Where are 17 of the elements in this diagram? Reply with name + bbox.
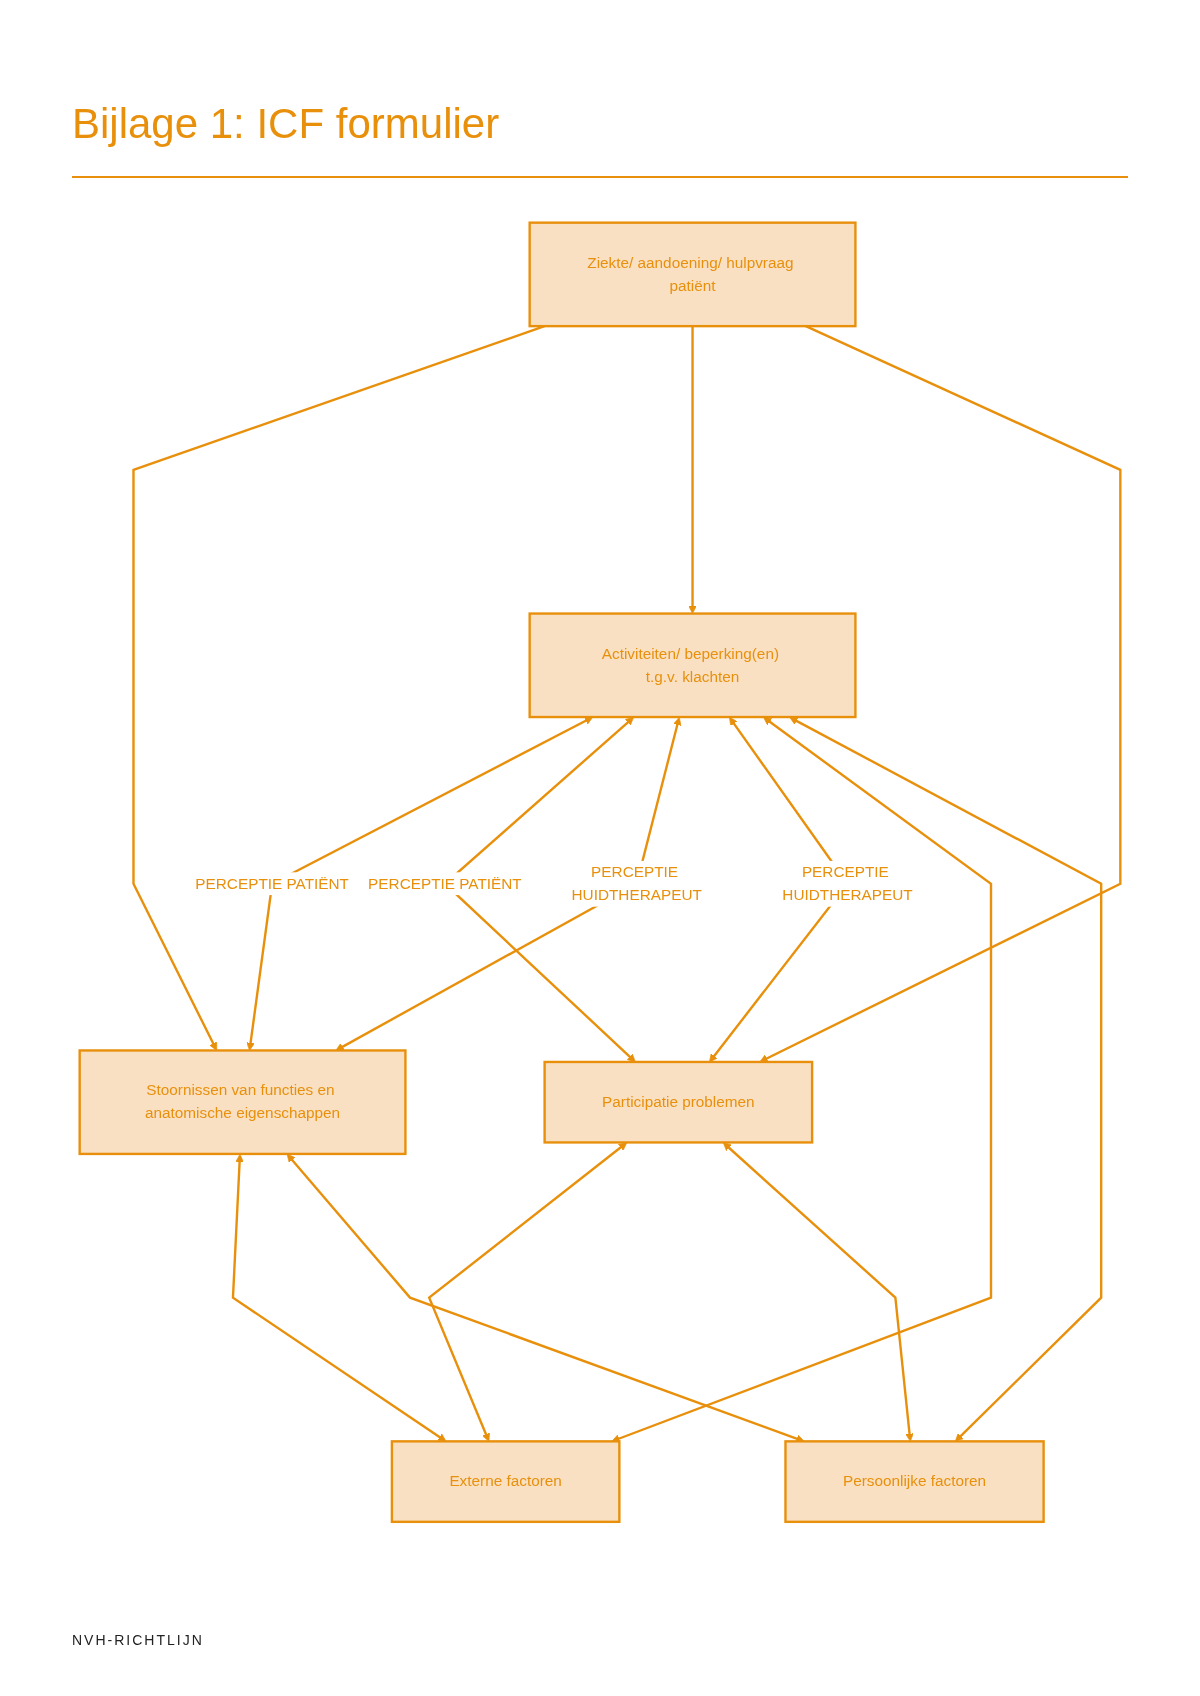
node-box: Participatie problemen (543, 1060, 814, 1144)
edge-label: PERCEPTIE PATIËNT (195, 875, 349, 892)
node-box: Persoonlijke factoren (784, 1440, 1045, 1524)
arrow (231, 1153, 447, 1442)
edge-label: PERCEPTIE HUIDTHERAPEUT (571, 863, 702, 903)
edge-label: PERCEPTIE PATIËNT (368, 875, 522, 892)
arrow (722, 1142, 914, 1442)
arrow (427, 1142, 628, 1442)
title: Bijlage 1: ICF formulier (72, 100, 500, 148)
edge-label: PERCEPTIE HUIDTHERAPEUT (782, 863, 913, 903)
footer-label: NVH-RICHTLIJN (72, 1632, 204, 1648)
node-box: Activiteiten/ beperking(en) t.g.v. klachten (528, 612, 857, 719)
node-box: Stoornissen van functies en anatomische eigenschappen (78, 1049, 407, 1156)
arrow (335, 717, 682, 1051)
node-box: Externe factoren (390, 1440, 621, 1524)
node-box: Ziekte/ aandoening/ hulpvraag patiënt (528, 221, 857, 328)
arrow (688, 326, 697, 614)
